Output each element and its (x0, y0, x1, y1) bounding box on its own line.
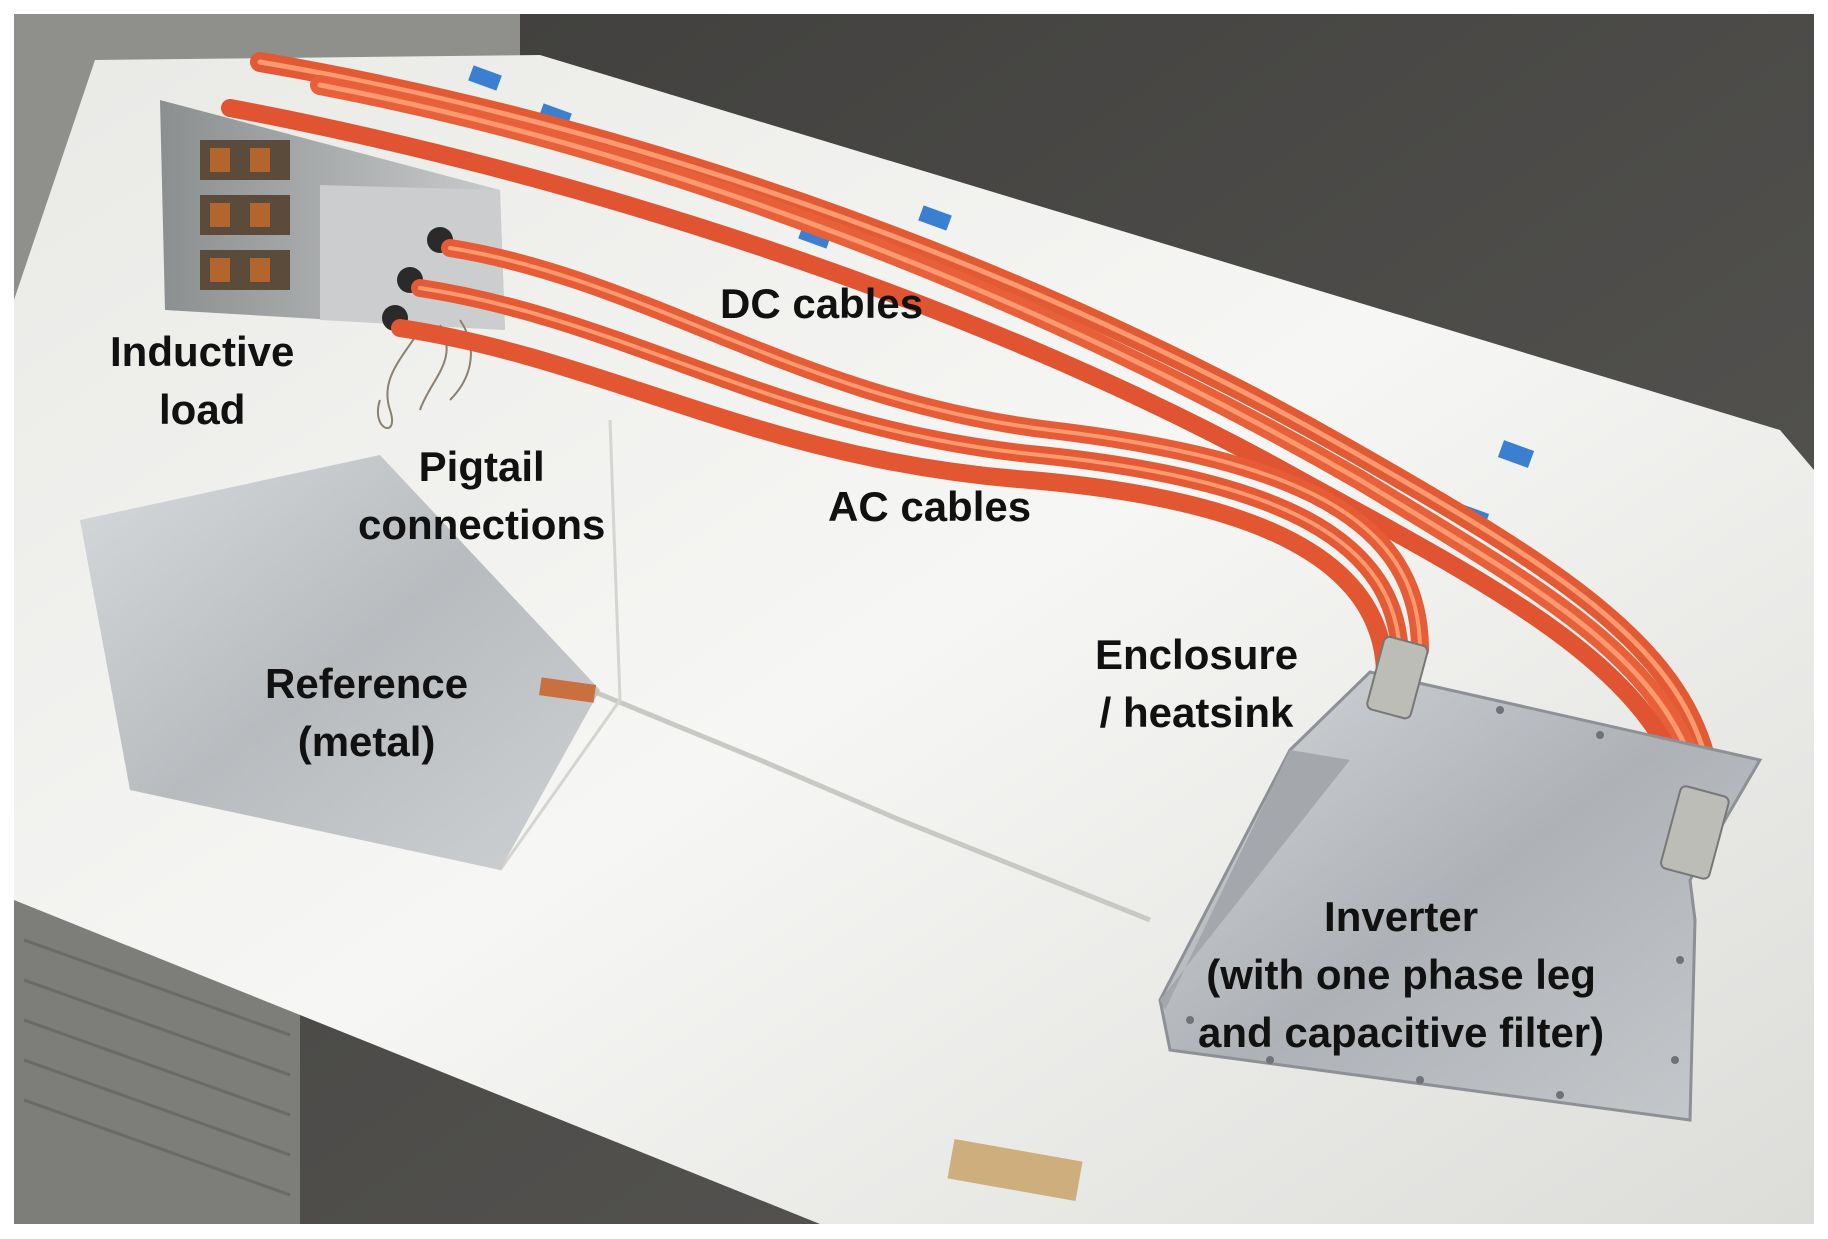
label-ac-cables: AC cables (828, 483, 1032, 530)
label-inverter-line2: (with one phase leg (1206, 951, 1596, 998)
label-pigtail-connections: Pigtail connections (358, 438, 605, 554)
inverter-step (1160, 750, 1350, 1010)
label-dc-cables: DC cables (720, 280, 924, 327)
label-pigtail-line2: connections (358, 501, 606, 548)
label-enclosure-heatsink: Enclosure / heatsink (1095, 626, 1298, 742)
ac-cables (391, 239, 1429, 679)
label-reference-metal: Reference (metal) (265, 655, 468, 771)
inductor-coils (200, 140, 290, 290)
copper-strip (539, 677, 597, 703)
label-inductive-load: Inductive load (110, 323, 294, 439)
label-reference-line2: (metal) (297, 718, 436, 765)
board-seam (589, 687, 1151, 923)
label-pigtail-line1: Pigtail (418, 443, 545, 490)
label-inverter: Inverter (with one phase leg and capacit… (1198, 888, 1604, 1062)
label-enclosure-line1: Enclosure (1095, 631, 1299, 678)
label-reference-line1: Reference (265, 660, 469, 707)
wood-scrap (947, 1139, 1083, 1201)
dc-cables (221, 52, 1720, 809)
label-enclosure-line2: / heatsink (1099, 689, 1294, 736)
label-inverter-line3: and capacitive filter) (1198, 1009, 1605, 1056)
board-edge (498, 419, 622, 871)
cable-connectors (1366, 635, 1730, 880)
reference-metal-plate (80, 455, 600, 870)
label-inductive-load-line2: load (159, 386, 246, 433)
label-inverter-line1: Inverter (1324, 893, 1479, 940)
label-inductive-load-line1: Inductive (110, 328, 295, 375)
